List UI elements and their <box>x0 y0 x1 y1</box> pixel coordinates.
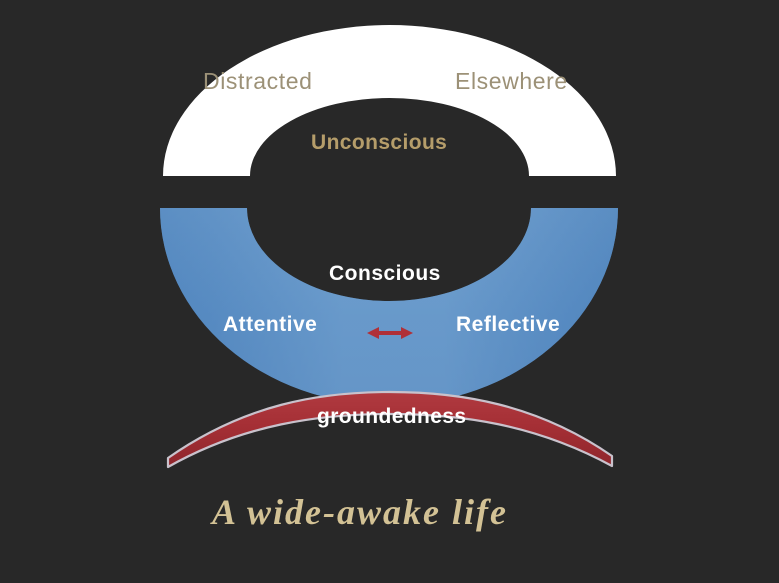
groundedness-band <box>166 390 614 469</box>
conscious-arc <box>160 208 618 405</box>
unconscious-arc <box>163 25 616 176</box>
double-headed-arrow-icon <box>367 327 413 339</box>
